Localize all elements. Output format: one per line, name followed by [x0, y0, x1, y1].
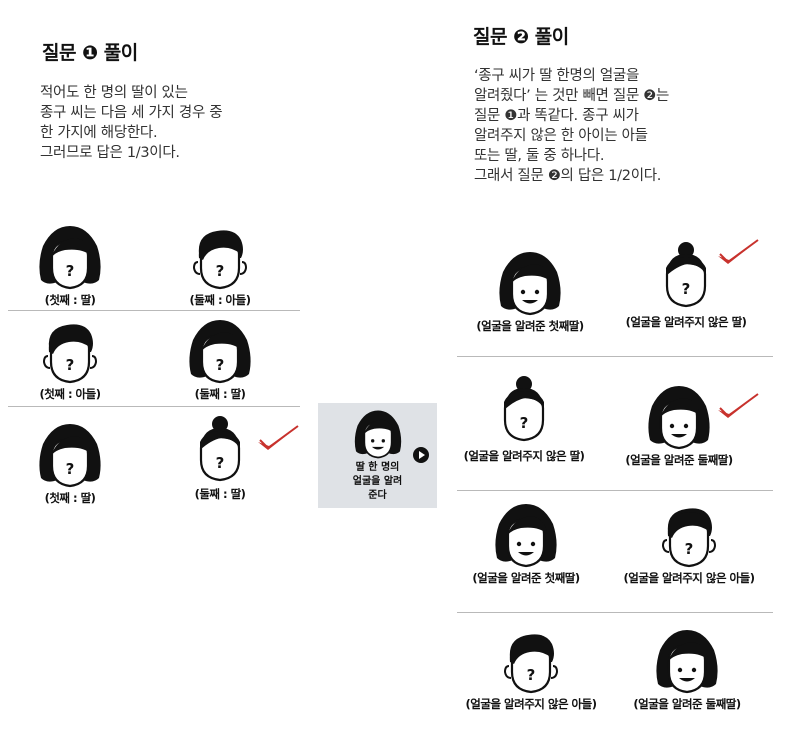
- q1-caption: (첫째 : 아들): [39, 387, 101, 401]
- girl-smile-icon: [494, 502, 558, 568]
- q1-caption: (첫째 : 딸): [44, 293, 96, 307]
- girl-smile-icon: [655, 628, 719, 694]
- q2-row2-first: (얼굴을 알려주지 않은 딸): [448, 366, 600, 464]
- q1-row2-first: (첫째 : 아들): [5, 318, 135, 402]
- q1-line: 적어도 한 명의 딸이 있는: [40, 85, 188, 101]
- reveal-line: 얼굴을 알려: [352, 476, 403, 487]
- check-icon: [717, 393, 759, 419]
- q2-divider: [457, 490, 773, 491]
- boy-mystery-icon: [42, 323, 98, 384]
- q2-line: 알려주지 않은 한 아이는 아들: [474, 128, 648, 144]
- q2-line: 알려줬다’ 는 것만 빼면 질문 ❷는: [474, 88, 670, 104]
- check-icon: [257, 425, 299, 451]
- boy-mystery-icon: [192, 229, 248, 290]
- q1-row2-second: (둘째 : 딸): [155, 318, 285, 402]
- q1-line: 한 가지에 해당한다.: [40, 125, 158, 141]
- girl-mystery-icon: [38, 422, 102, 488]
- q2-caption: (얼굴을 알려주지 않은 아들): [623, 571, 755, 585]
- q2-divider: [457, 356, 773, 357]
- q2-row2-second: (얼굴을 알려준 둘째딸): [606, 384, 752, 468]
- q2-row1-first: (얼굴을 알려준 첫째딸): [460, 250, 600, 334]
- q2-caption: (얼굴을 알려준 둘째딸): [625, 453, 733, 467]
- q2-caption: (얼굴을 알려주지 않은 딸): [463, 449, 585, 463]
- q2-caption: (얼굴을 알려준 둘째딸): [633, 697, 741, 711]
- q2-line: ‘종구 씨가 딸 한명의 얼굴을: [474, 68, 639, 84]
- q2-line: 또는 딸, 둘 중 하나다.: [474, 148, 605, 164]
- bun-girl-mystery-icon: [502, 374, 546, 442]
- q1-line: 그러므로 답은 1/3이다.: [40, 145, 180, 161]
- bun-girl-mystery-icon: [664, 240, 708, 308]
- q1-caption: (둘째 : 딸): [194, 487, 246, 501]
- q1-explanation: 적어도 한 명의 딸이 있는 종구 씨는 다음 세 가지 경우 중 한 가지에 …: [40, 83, 223, 163]
- q1-row3-first: (첫째 : 딸): [5, 422, 135, 506]
- q1-caption: (첫째 : 딸): [44, 491, 96, 505]
- q2-caption: (얼굴을 알려주지 않은 아들): [465, 697, 597, 711]
- q1-row1-first: (첫째 : 딸): [5, 224, 135, 308]
- q2-row3-second: (얼굴을 알려주지 않은 아들): [606, 502, 772, 586]
- q1-row3-second: (둘째 : 딸): [155, 410, 285, 502]
- q2-line: 질문 ❶과 똑같다. 종구 씨가: [474, 108, 639, 124]
- q2-row3-first: (얼굴을 알려준 첫째딸): [456, 502, 596, 586]
- q2-caption: (얼굴을 알려준 첫째딸): [472, 571, 580, 585]
- reveal-daughter-text: 딸 한 명의 얼굴을 알려 준다: [318, 461, 437, 503]
- q1-divider: [8, 310, 300, 311]
- q1-caption: (둘째 : 딸): [194, 387, 246, 401]
- boy-mystery-icon: [503, 633, 559, 694]
- girl-smile-icon: [353, 409, 403, 459]
- boy-mystery-icon: [661, 507, 717, 568]
- girl-mystery-icon: [188, 318, 252, 384]
- q2-row4-first: (얼굴을 알려주지 않은 아들): [448, 628, 614, 712]
- q1-line: 종구 씨는 다음 세 가지 경우 중: [40, 105, 223, 121]
- reveal-line: 준다: [368, 490, 387, 501]
- q2-explanation: ‘종구 씨가 딸 한명의 얼굴을 알려줬다’ 는 것만 빼면 질문 ❷는 질문 …: [474, 66, 669, 186]
- q1-caption: (둘째 : 아들): [189, 293, 251, 307]
- q1-title: 질문 ❶ 풀이: [42, 42, 138, 64]
- girl-smile-icon: [647, 384, 711, 450]
- q2-row4-second: (얼굴을 알려준 둘째딸): [614, 628, 760, 712]
- arrow-right-icon: [413, 447, 429, 463]
- q2-caption: (얼굴을 알려주지 않은 딸): [625, 315, 747, 329]
- check-icon: [717, 239, 759, 265]
- q2-divider: [457, 612, 773, 613]
- bun-girl-mystery-icon: [198, 414, 242, 482]
- reveal-line: 딸 한 명의: [355, 462, 400, 473]
- q1-row1-second: (둘째 : 아들): [155, 224, 285, 308]
- girl-smile-icon: [498, 250, 562, 316]
- q1-divider: [8, 406, 300, 407]
- q2-row1-second: (얼굴을 알려주지 않은 딸): [606, 232, 766, 330]
- q2-title: 질문 ❷ 풀이: [473, 26, 569, 48]
- q2-caption: (얼굴을 알려준 첫째딸): [476, 319, 584, 333]
- girl-mystery-icon: [38, 224, 102, 290]
- q2-line: 그래서 질문 ❷의 답은 1/2이다.: [474, 168, 662, 184]
